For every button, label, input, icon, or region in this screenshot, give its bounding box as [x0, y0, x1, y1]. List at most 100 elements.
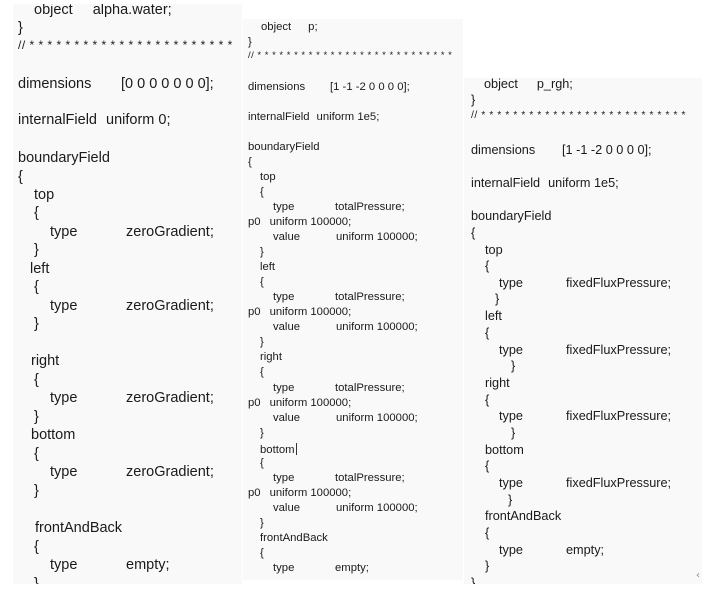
type-value: empty; — [566, 543, 605, 557]
p0-key: p0 — [248, 397, 261, 409]
type-value: totalPressure; — [335, 382, 405, 394]
separator-comment: // * * * * * * * * * * * * * * * * * * *… — [248, 50, 453, 61]
header-object-line: object alpha.water; — [34, 4, 172, 18]
value-value: uniform 100000; — [336, 502, 418, 514]
internal-field-key: internalField — [471, 176, 541, 190]
type-value: empty; — [335, 562, 369, 574]
value-key: value — [273, 412, 301, 424]
close-brace: } — [34, 316, 39, 332]
type-key: type — [499, 343, 523, 357]
patch-name: frontAndBack — [485, 509, 562, 523]
patch-name: left — [485, 309, 502, 323]
open-brace: { — [248, 156, 252, 168]
chevron-left-icon[interactable]: ‹ — [696, 570, 700, 581]
object-value: p; — [308, 21, 318, 33]
close-brace: } — [511, 359, 516, 373]
internal-field-value: uniform 1e5; — [316, 111, 380, 123]
patch-name: bottom — [31, 427, 76, 443]
object-value: alpha.water; — [92, 4, 172, 18]
close-brace: } — [18, 20, 23, 36]
type-value: fixedFluxPressure; — [566, 343, 672, 357]
open-brace: { — [485, 259, 490, 273]
open-brace: { — [260, 186, 264, 198]
type-value: zeroGradient; — [126, 390, 214, 406]
internal-field-value: uniform 1e5; — [548, 176, 619, 190]
patch-type-line: type totalPressure; — [273, 382, 405, 394]
dimensions-value: [1 -1 -2 0 0 0 0]; — [330, 81, 410, 93]
patch-value-line: value uniform 100000; — [273, 321, 418, 333]
dimensions-line: dimensions[0 0 0 0 0 0 0]; — [18, 77, 214, 92]
close-brace: } — [471, 93, 476, 107]
header-object-line: object p; — [261, 21, 318, 33]
dimensions-line: dimensions [1 -1 -2 0 0 0 0]; — [248, 81, 410, 93]
internal-field-value: uniform 0; — [106, 112, 171, 128]
text-cursor — [295, 443, 297, 455]
patch-name: frontAndBack — [35, 520, 123, 536]
type-key: type — [273, 382, 295, 394]
type-value: zeroGradient; — [126, 464, 214, 480]
close-brace: } — [260, 427, 264, 439]
patch-value-line: value uniform 100000; — [273, 502, 418, 514]
patch-name: bottom — [485, 443, 524, 457]
close-brace: } — [260, 336, 264, 348]
open-brace: { — [485, 326, 490, 340]
value-value: uniform 100000; — [336, 412, 418, 424]
value-key: value — [273, 231, 301, 243]
p0-key: p0 — [248, 306, 261, 318]
dimensions-key: dimensions — [248, 81, 306, 93]
dimensions-key: dimensions — [471, 143, 536, 157]
separator-comment: // * * * * * * * * * * * * * * * * * * *… — [471, 109, 686, 121]
open-brace: { — [485, 526, 490, 540]
p0-value: uniform 100000; — [269, 306, 352, 318]
patch-name: bottom — [260, 444, 295, 456]
close-brace: } — [34, 483, 39, 499]
open-brace: { — [260, 457, 264, 469]
internal-field-key: internalField — [248, 111, 310, 123]
type-key: type — [50, 464, 78, 480]
patch-name: left — [30, 261, 50, 277]
close-brace: } — [511, 426, 516, 440]
type-key: type — [273, 291, 295, 303]
type-key: type — [499, 476, 523, 490]
object-keyword: object — [34, 4, 73, 18]
open-brace: { — [485, 459, 490, 473]
patch-name-with-caret[interactable]: bottom — [260, 443, 297, 456]
value-key: value — [273, 502, 301, 514]
patch-value-line: value uniform 100000; — [273, 412, 418, 424]
value-value: uniform 100000; — [336, 321, 418, 333]
type-value: totalPressure; — [335, 472, 405, 484]
patch-type-line: type fixedFluxPressure; — [499, 476, 671, 490]
patch-type-line: type empty; — [50, 557, 170, 573]
p0-key: p0 — [248, 216, 261, 228]
boundary-field-key: boundaryField — [248, 141, 320, 153]
type-key: type — [50, 557, 78, 573]
type-key: type — [50, 298, 78, 314]
object-keyword: object — [261, 21, 292, 33]
type-key: type — [273, 201, 295, 213]
type-value: fixedFluxPressure; — [566, 476, 672, 490]
type-value: empty; — [126, 557, 170, 573]
separator-comment: // * * * * * * * * * * * * * * * * * * *… — [18, 38, 233, 52]
value-key: value — [273, 321, 301, 333]
p0-key: p0 — [248, 487, 261, 499]
close-brace: } — [260, 517, 264, 529]
open-brace: { — [260, 276, 264, 288]
open-brace: { — [34, 446, 39, 462]
open-brace: { — [34, 279, 39, 295]
open-brace: { — [485, 393, 490, 407]
close-brace: } — [248, 36, 252, 48]
close-brace: } — [471, 576, 476, 584]
